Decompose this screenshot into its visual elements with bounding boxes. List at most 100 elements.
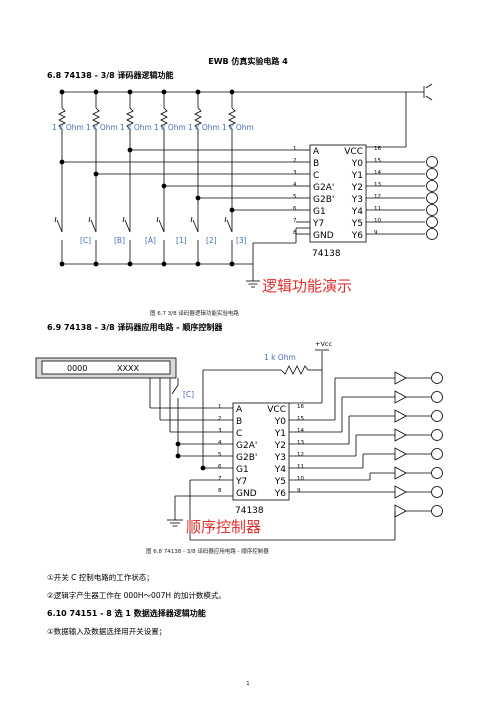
f1-pin-num-10: 10 bbox=[374, 218, 381, 224]
f1-output-probe bbox=[426, 156, 438, 168]
word-generator-value-left: 0000 bbox=[67, 364, 87, 373]
f1-chip-pin-G2A: G2A' bbox=[313, 183, 334, 193]
f2-buffer-gate bbox=[394, 390, 407, 404]
f1-caption: 图 6.7 3/8 译码器逻辑功能实验电路 bbox=[150, 309, 239, 317]
word-generator-value-right: XXXX bbox=[117, 364, 139, 373]
f1-resistor-label-2: 1 k Ohm bbox=[86, 123, 118, 132]
f1-junction-dot bbox=[59, 261, 65, 267]
f2-buffer-gate bbox=[394, 504, 407, 518]
f1-chip-pin-A: A bbox=[313, 147, 320, 157]
f1-chip-pin-Y5: Y5 bbox=[351, 219, 363, 229]
f1-switch-blade bbox=[56, 219, 63, 233]
page-number: 1 bbox=[246, 681, 250, 687]
f2-overlay-title: 顺序控制器 bbox=[186, 518, 261, 536]
f1-chip-pin-G1: G1 bbox=[313, 207, 326, 217]
f1-pin-num-9: 9 bbox=[374, 230, 378, 236]
f1-switch-blade bbox=[192, 219, 199, 233]
f1-resistor bbox=[160, 107, 168, 130]
f1-resistor-label-3: 1 k Ohm bbox=[120, 123, 152, 132]
f2-pin-num-12: 12 bbox=[297, 452, 304, 458]
section-heading-6-10: 6.10 74151 - 8 选 1 数据选择器逻辑功能 bbox=[47, 609, 206, 618]
f2-junction-dot bbox=[175, 453, 181, 459]
f2-switch-label: [C] bbox=[183, 390, 194, 399]
f2-resistor-label: 1 k Ohm bbox=[264, 353, 296, 362]
f1-output-probe bbox=[426, 204, 438, 216]
f1-pin-num-7: 7 bbox=[293, 218, 297, 224]
document-title: EWB 仿真实验电路 4 bbox=[208, 57, 288, 66]
note-data-input: ①数据输入及数据选择用开关设置； bbox=[47, 627, 167, 636]
f1-resistor-label-6: 1 k Ohm bbox=[222, 123, 254, 132]
f2-output-probe bbox=[431, 410, 443, 422]
f1-switch-blade bbox=[158, 219, 165, 233]
f1-pin-num-13: 13 bbox=[374, 182, 381, 188]
f2-chip-pin-Y6: Y6 bbox=[274, 489, 286, 499]
f2-buffer-gate bbox=[394, 409, 407, 423]
f1-output-probe bbox=[426, 228, 438, 240]
f2-chip-pin-Y3: Y3 bbox=[274, 453, 286, 463]
f2-chip-pin-GND: GND bbox=[236, 489, 257, 499]
f1-switch-blade bbox=[90, 219, 97, 233]
f2-output-probe bbox=[431, 448, 443, 460]
f1-chip-pin-VCC: VCC bbox=[344, 147, 363, 157]
f1-resistor bbox=[228, 107, 236, 130]
f2-pin-num-7: 7 bbox=[218, 476, 222, 482]
f2-chip-pin-A: A bbox=[236, 405, 243, 415]
f2-chip-pin-Y1: Y1 bbox=[274, 429, 286, 439]
f2-output-probe bbox=[431, 505, 443, 517]
f2-output-probe bbox=[431, 486, 443, 498]
f1-pin-num-1: 1 bbox=[293, 146, 297, 152]
f1-resistor bbox=[126, 107, 134, 130]
f2-pin-num-15: 15 bbox=[297, 416, 304, 422]
f2-caption: 图 6.8 74138 - 3/8 译码器应用电路 - 顺序控制器 bbox=[146, 547, 269, 555]
f2-pin-num-10: 10 bbox=[297, 476, 304, 482]
f2-chip-pin-C: C bbox=[236, 429, 242, 439]
f1-resistor bbox=[92, 107, 100, 130]
f2-pin-num-8: 8 bbox=[218, 488, 222, 494]
f2-pin-num-3: 3 bbox=[218, 428, 222, 434]
f2-buffer-gate bbox=[394, 466, 407, 480]
f1-pin-num-15: 15 bbox=[374, 158, 381, 164]
f2-pin-num-2: 2 bbox=[218, 416, 222, 422]
f2-chip-pin-G1: G1 bbox=[236, 465, 249, 475]
f1-pin-num-6: 6 bbox=[293, 206, 297, 212]
f2-pin-num-6: 6 bbox=[218, 464, 222, 470]
f2-pin-num-5: 5 bbox=[218, 452, 222, 458]
f2-switch-blade bbox=[171, 384, 179, 395]
f1-pin-num-16: 16 bbox=[374, 146, 381, 152]
f2-chip-pin-Y0: Y0 bbox=[274, 417, 286, 427]
f1-switch-label-C: [C] bbox=[80, 236, 91, 245]
section-heading-6-9: 6.9 74138 - 3/8 译码器应用电路 - 顺序控制器 bbox=[47, 323, 223, 332]
f2-pin-num-9: 9 bbox=[297, 488, 301, 494]
f1-resistor-label-1: 1 k Ohm bbox=[52, 123, 84, 132]
f1-pin-num-8: 8 bbox=[293, 230, 297, 236]
f2-buffer-gate bbox=[394, 485, 407, 499]
f1-resistor-label-5: 1 k Ohm bbox=[188, 123, 220, 132]
f2-chip-pin-Y4: Y4 bbox=[274, 465, 286, 475]
f2-chip-pin-Y7: Y7 bbox=[235, 477, 247, 487]
f2-output-probe bbox=[431, 372, 443, 384]
f1-chip-pin-Y7: Y7 bbox=[312, 219, 324, 229]
f1-output-probe bbox=[426, 192, 438, 204]
f1-output-probe bbox=[426, 180, 438, 192]
f1-chip-pin-Y4: Y4 bbox=[351, 207, 363, 217]
f1-switch-label-A: [A] bbox=[145, 236, 156, 245]
note-switch-c: ①开关 C 控制电路的工作状态； bbox=[47, 573, 154, 582]
f1-switch-label-3: [3] bbox=[236, 236, 247, 245]
f1-pin-num-11: 11 bbox=[374, 206, 381, 212]
f2-output-probe bbox=[431, 391, 443, 403]
f1-chip-pin-Y6: Y6 bbox=[351, 231, 363, 241]
f1-resistor bbox=[194, 107, 202, 130]
f2-chip-pin-Y2: Y2 bbox=[274, 441, 286, 451]
f2-chip-name: 74138 bbox=[235, 506, 264, 516]
f2-chip-pin-G2B: G2B' bbox=[236, 453, 257, 463]
f1-pin-num-5: 5 bbox=[293, 194, 297, 200]
note-word-generator: ②逻辑字产生器工作在 000H～007H 的加计数模式。 bbox=[47, 591, 226, 600]
f1-chip-pin-G2B: G2B' bbox=[313, 195, 334, 205]
f1-junction-dot bbox=[195, 261, 201, 267]
f2-pin-num-13: 13 bbox=[297, 440, 304, 446]
f1-chip-pin-Y2: Y2 bbox=[351, 183, 363, 193]
f1-pin-num-3: 3 bbox=[293, 170, 297, 176]
section-heading-6-8: 6.8 74138 - 3/8 译码器逻辑功能 bbox=[47, 71, 174, 80]
f1-resistor-label-4: 1 k Ohm bbox=[154, 123, 186, 132]
